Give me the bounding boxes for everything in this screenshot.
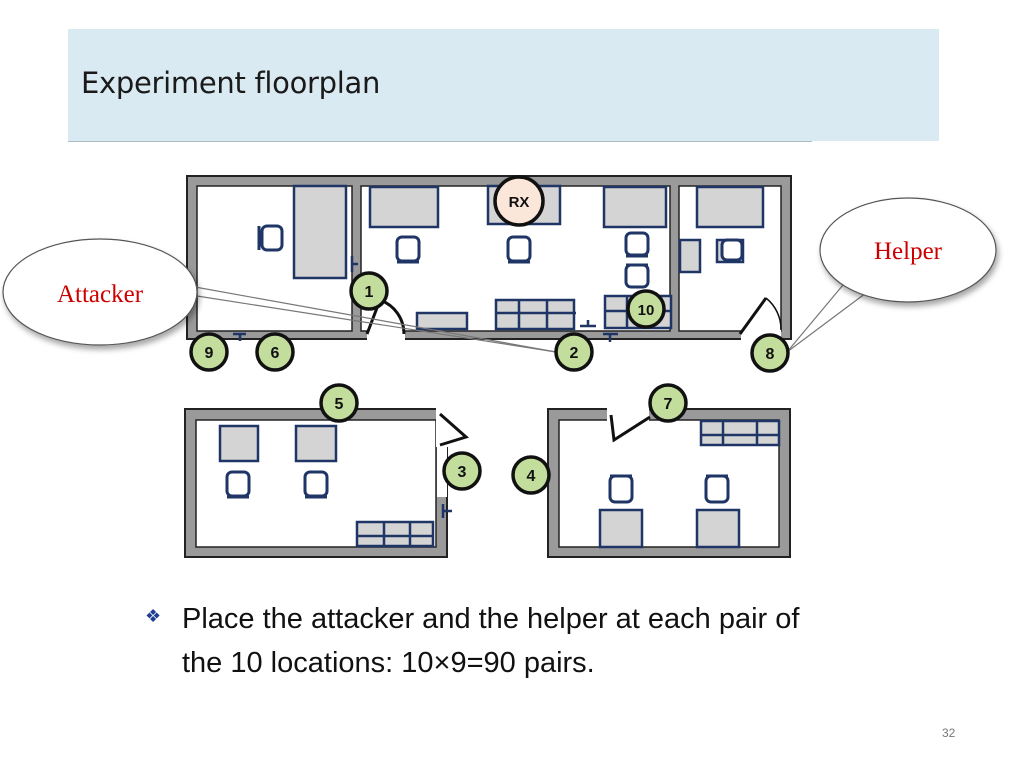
desk: [294, 424, 338, 463]
chair: [225, 470, 251, 498]
location-3-label: 3: [458, 464, 467, 481]
location-3: 3: [442, 451, 482, 491]
title-divider: [68, 141, 812, 142]
location-4: 4: [511, 455, 551, 495]
helper-label: Helper: [874, 238, 943, 265]
chair: [624, 231, 650, 257]
location-6: 6: [255, 332, 295, 372]
location-2: 2: [554, 332, 594, 372]
location-10-label: 10: [638, 302, 655, 319]
diamond-bullet-icon: ❖: [145, 606, 162, 626]
chair: [506, 235, 532, 263]
chair: [624, 263, 650, 289]
chair: [608, 474, 634, 504]
slide-title: Experiment floorplan: [81, 66, 381, 100]
location-5: 5: [319, 383, 359, 423]
location-9-label: 9: [205, 345, 214, 362]
page-number: 32: [942, 726, 956, 740]
desk: [695, 185, 765, 229]
location-6-label: 6: [271, 345, 280, 362]
bullet-text: Place the attacker and the helper at eac…: [182, 603, 800, 679]
wall-fixtures: [233, 256, 618, 518]
location-7: 7: [648, 383, 688, 423]
door-room-7: [609, 414, 651, 443]
receiver-label: RX: [509, 194, 530, 211]
location-7-label: 7: [664, 396, 673, 413]
furniture-desks: [218, 184, 781, 549]
chair: [303, 470, 329, 498]
helper-callout: [819, 197, 997, 303]
callout-pointer-lines: [194, 284, 871, 353]
attacker-label: Attacker: [57, 281, 144, 308]
location-9: 9: [189, 332, 229, 372]
chair: [704, 474, 730, 504]
chair: [720, 238, 744, 262]
door-room-3: [439, 412, 469, 447]
location-5-label: 5: [335, 396, 344, 413]
location-8: 8: [750, 333, 790, 373]
desk: [368, 185, 440, 229]
receiver-marker: RX: [493, 175, 545, 227]
desk: [695, 508, 741, 549]
title-band: [68, 29, 939, 141]
shelf: [678, 238, 702, 274]
desk: [218, 424, 260, 463]
location-1: 1: [349, 271, 389, 311]
desk: [602, 185, 668, 229]
attacker-callout: [2, 238, 198, 346]
location-10: 10: [626, 289, 666, 329]
desk: [292, 184, 348, 280]
location-2-label: 2: [570, 345, 579, 362]
desk: [355, 520, 435, 548]
chair: [395, 235, 421, 263]
location-4-label: 4: [527, 468, 536, 485]
desk: [415, 311, 469, 331]
desk-dividers: [358, 296, 780, 546]
desk: [699, 419, 781, 447]
door-room-8-arc: [765, 297, 782, 331]
door-room-8: [738, 297, 768, 335]
desk: [598, 508, 644, 549]
chair: [260, 224, 284, 252]
desk: [494, 298, 576, 331]
location-8-label: 8: [766, 346, 775, 363]
location-1-label: 1: [365, 284, 374, 301]
chair-backs: [227, 226, 728, 499]
location-markers: 1 2 3 4 5 6 7 8 9 10: [189, 271, 790, 495]
